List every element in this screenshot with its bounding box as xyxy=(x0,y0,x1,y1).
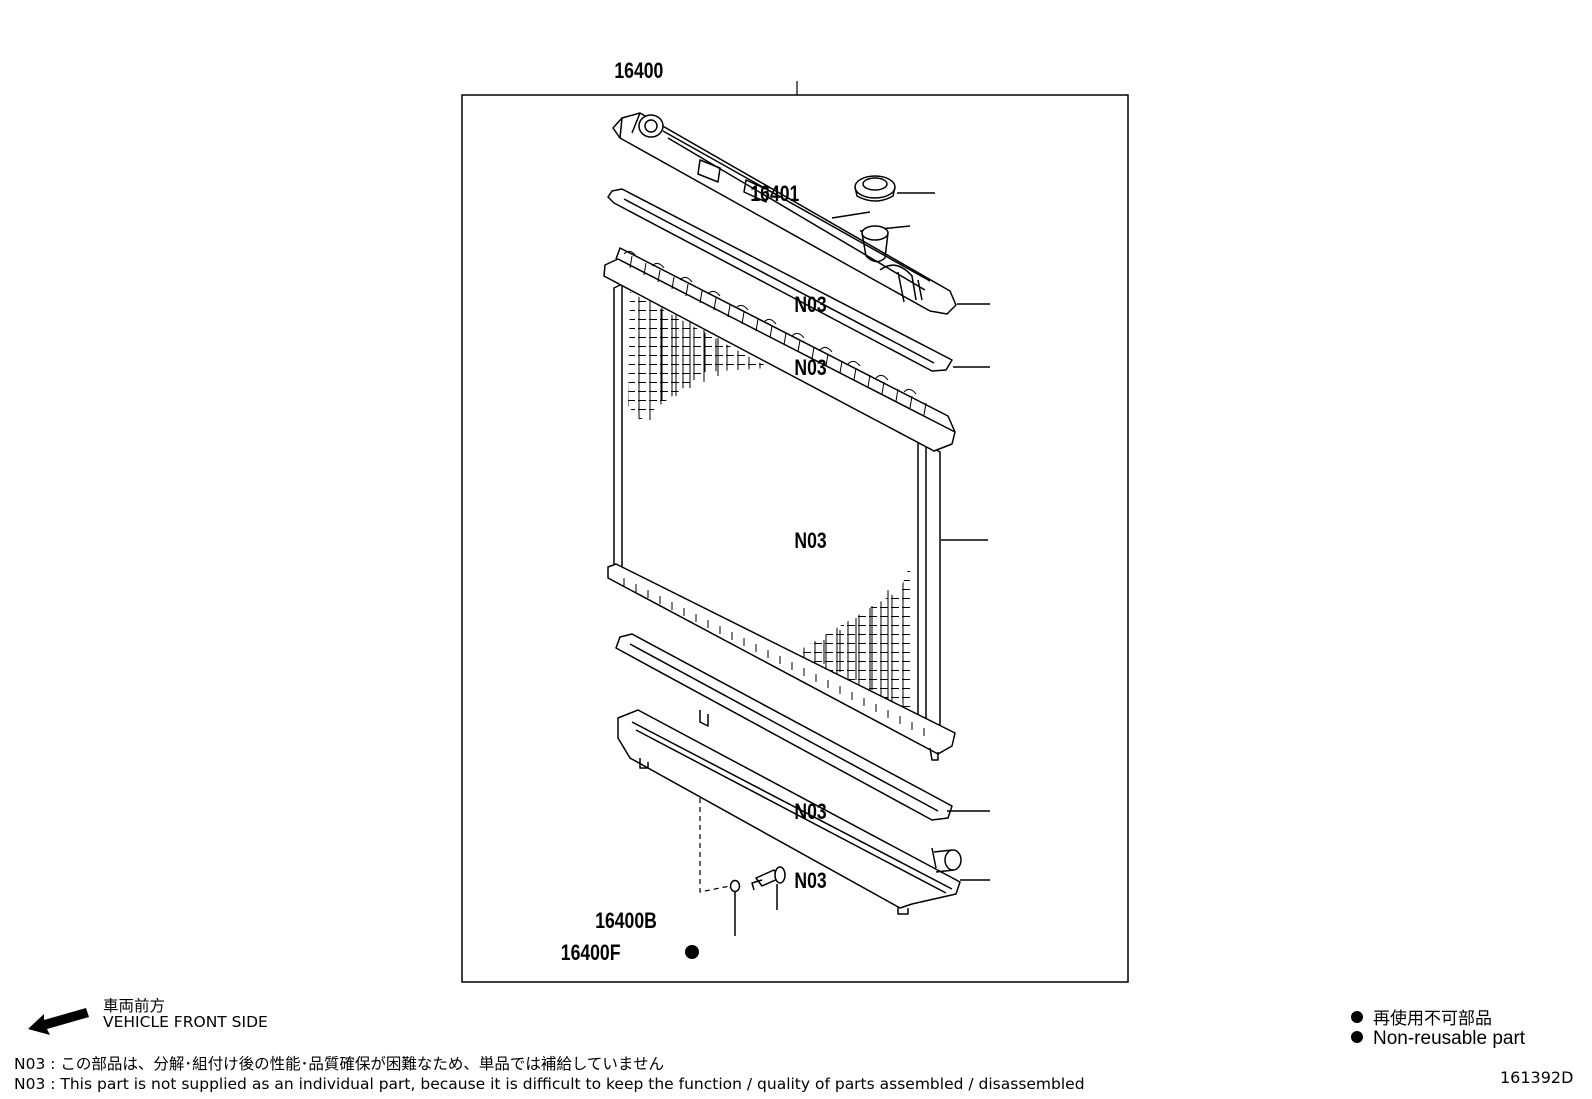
upper-tank xyxy=(612,112,957,315)
filler-neck xyxy=(831,211,911,263)
assembly-frame xyxy=(461,94,1129,983)
core-left-plate xyxy=(613,283,623,573)
non-reusable-dot-icon xyxy=(1351,1011,1363,1023)
orientation-jp: 車両前方 xyxy=(103,997,166,1015)
core-upper-header xyxy=(603,247,956,452)
front-arrow-icon xyxy=(28,1008,89,1035)
part-label-16400: 16400 xyxy=(614,59,663,83)
label-n03-core: N03 xyxy=(794,529,826,553)
label-n03-lower-tank: N03 xyxy=(794,869,826,893)
legend-jp: 再使用不可部品 xyxy=(1351,1004,1492,1029)
non-reusable-marker xyxy=(685,945,699,959)
part-label-16400B: 16400B xyxy=(595,909,657,933)
lower-gasket xyxy=(615,633,953,821)
part-label-16400F: 16400F xyxy=(561,941,621,965)
radiator-cap xyxy=(854,175,896,202)
legend-en: Non-reusable part xyxy=(1351,1028,1525,1050)
core-fins xyxy=(628,292,912,720)
part-label-16401: 16401 xyxy=(750,182,799,206)
upper-gasket xyxy=(607,188,953,372)
note-jp: N03 : この部品は、分解･組付け後の性能･品質確保が困難なため、単品では補給… xyxy=(14,1055,664,1073)
figure-id: 161392D xyxy=(1500,1068,1574,1087)
drain-gasket xyxy=(729,879,741,893)
lower-tank xyxy=(617,709,962,915)
radiator-drawing: 16401 xyxy=(603,112,990,936)
orientation-en: VEHICLE FRONT SIDE xyxy=(103,1013,268,1031)
label-n03-upper-tank: N03 xyxy=(794,293,826,317)
core-lower-header xyxy=(607,563,956,761)
label-n03-lower-gasket: N03 xyxy=(794,800,826,824)
label-n03-upper-gasket: N03 xyxy=(794,356,826,380)
non-reusable-dot-icon xyxy=(1351,1031,1363,1043)
drain-cock xyxy=(751,866,786,891)
core-right-plate xyxy=(917,439,941,737)
note-en: N03 : This part is not supplied as an in… xyxy=(14,1075,1085,1093)
